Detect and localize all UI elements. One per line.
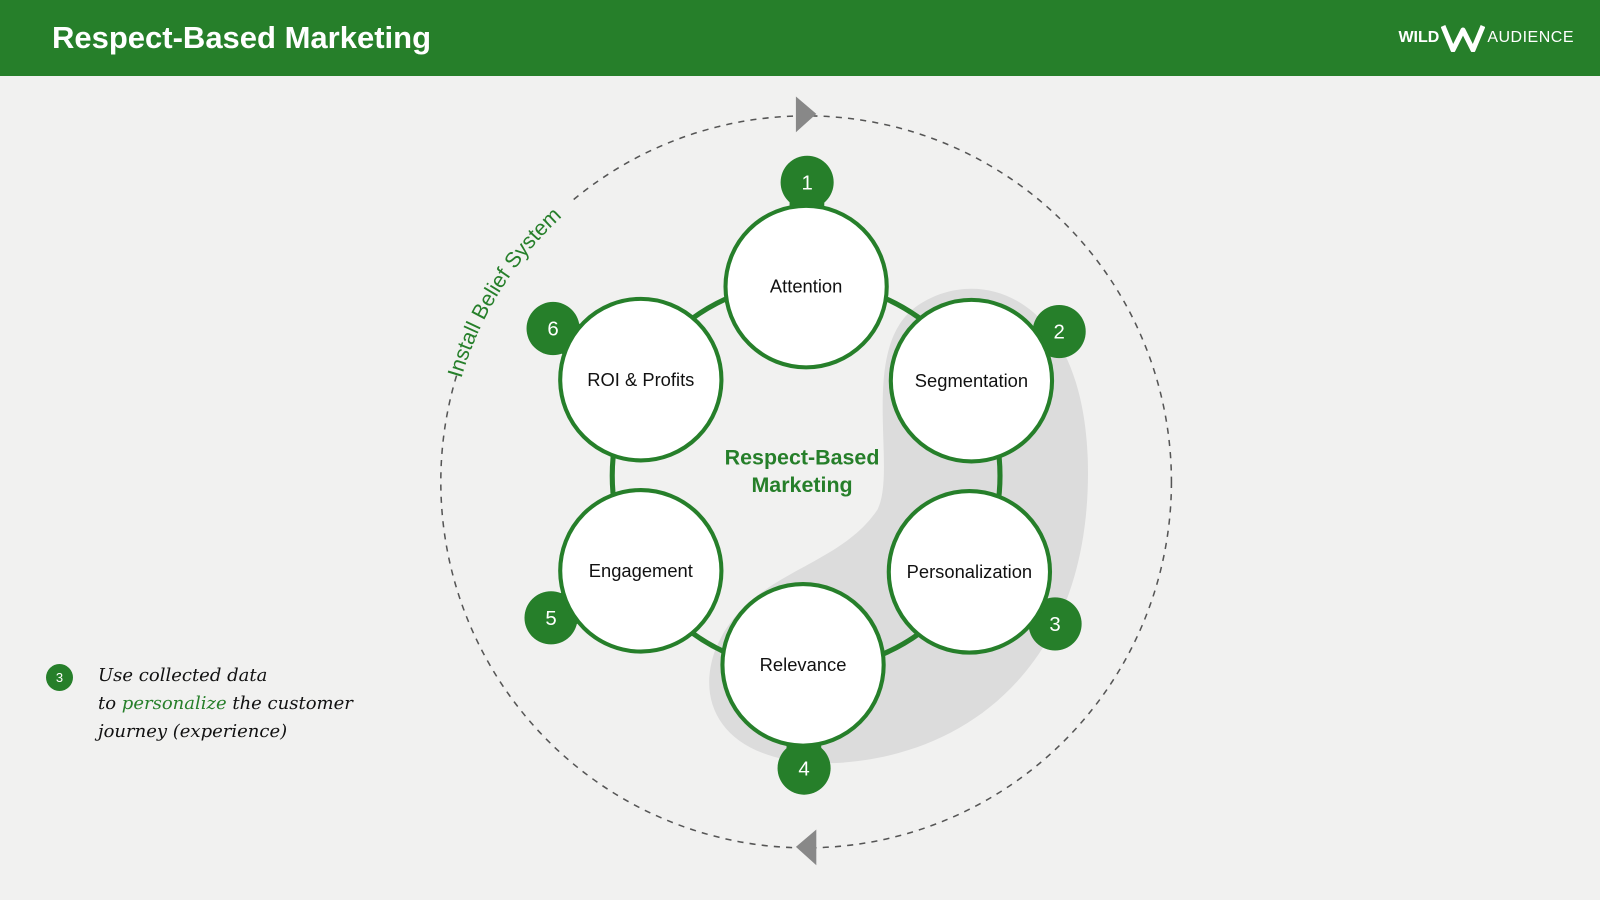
step-label: Personalization: [907, 561, 1033, 582]
logo-wild: WILD: [1398, 29, 1440, 46]
logo-wa-icon: [1441, 25, 1486, 52]
cycle-diagram: Install Belief System 1Attention2Segment…: [389, 96, 1173, 866]
step-circle: [886, 489, 1053, 655]
wild-audience-logo: WILD AUDIENCE: [1398, 24, 1574, 52]
note-highlight: personalize: [121, 693, 227, 714]
header-bar: Respect-Based Marketing WILD AUDIENCE: [0, 0, 1600, 76]
arrow-left-icon: [795, 829, 817, 866]
step-circle: [723, 203, 889, 370]
step-label: Relevance: [760, 654, 847, 675]
center-label-1: Respect-Based: [725, 445, 880, 469]
note-line-2-post: the customer: [226, 693, 353, 714]
step-circle: [888, 297, 1055, 464]
arrow-right-icon: [795, 96, 817, 133]
step-number: 1: [801, 172, 812, 194]
step-node-5: 5 Engagement: [524, 488, 724, 654]
number-tab: [780, 155, 834, 209]
outer-dashed-cycle: [440, 115, 1173, 849]
note-number-badge: 3: [46, 664, 73, 691]
number-tab: [526, 301, 580, 356]
step-label: Segmentation: [915, 370, 1028, 391]
logo-audience: AUDIENCE: [1487, 29, 1574, 46]
number-tab: [524, 591, 578, 645]
number-tab: [777, 741, 831, 795]
step-circle: [720, 582, 886, 748]
center-label-2: Marketing: [751, 473, 852, 497]
step-number: 3: [1049, 614, 1060, 636]
note-line-2-pre: to: [98, 693, 122, 714]
note-line-3: journey (experience): [98, 721, 288, 742]
step-number: 5: [545, 608, 556, 630]
step-number: 2: [1054, 322, 1065, 344]
step-label: Engagement: [589, 560, 693, 581]
step-label: Attention: [770, 276, 842, 297]
step-number: 4: [798, 758, 809, 780]
step-label: ROI & Profits: [587, 369, 694, 390]
note-text: Use collected data to personalize the cu…: [98, 662, 398, 746]
step-circle: [558, 296, 724, 463]
step-node-4: 4 Relevance: [720, 582, 886, 795]
note-line-1: Use collected data: [98, 665, 268, 686]
page-title: Respect-Based Marketing: [52, 20, 432, 55]
step-number: 6: [547, 319, 558, 341]
step-node-3: 3 Personalization: [886, 489, 1082, 655]
step-circle: [558, 488, 724, 654]
